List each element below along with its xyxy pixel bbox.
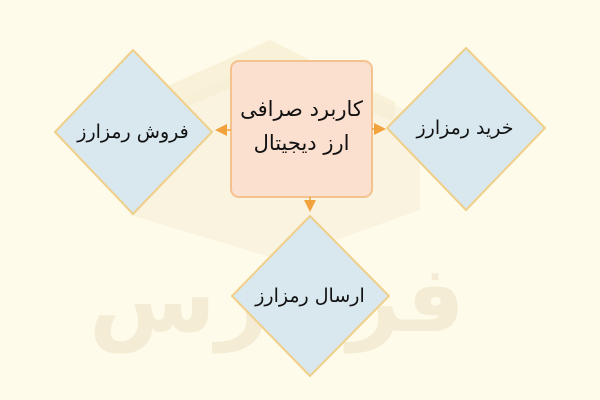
send-node-label: ارسال رمزارز <box>255 285 365 307</box>
buy-node-label: خرید رمزارز <box>416 117 514 139</box>
sell-node-label: فروش رمزارز <box>77 121 189 143</box>
center-node-line2: ارز دیجیتال <box>253 131 350 155</box>
center-node-label: کاربرد صرافی ارز دیجیتال <box>231 92 372 160</box>
center-node-line1: کاربرد صرافی <box>240 97 363 121</box>
sell-node-diamond[interactable] <box>54 49 213 215</box>
send-node-diamond[interactable] <box>231 215 390 377</box>
buy-node-diamond[interactable] <box>386 47 546 211</box>
